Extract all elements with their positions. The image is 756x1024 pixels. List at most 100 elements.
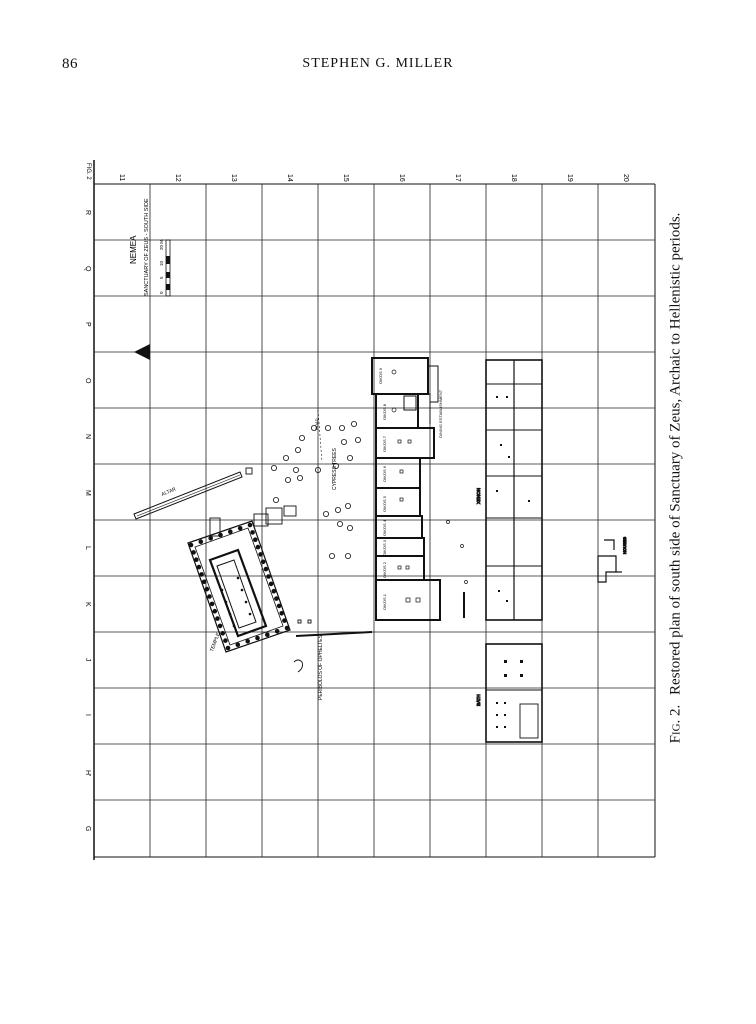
column-labels: 11 12 13 14 15 16 17 18 19 20: [118, 174, 629, 182]
temple-column: [284, 625, 290, 631]
scale-label: 20 M.: [159, 239, 164, 250]
oikos-label: OIKOS 6: [382, 465, 387, 482]
scale-label: 5: [159, 276, 164, 279]
cypress-tree: [340, 438, 347, 445]
oikoi-interior-marks: [391, 369, 468, 603]
column-label: 18: [510, 174, 517, 182]
cypress-tree: [324, 424, 331, 431]
cypress-tree: [354, 436, 361, 443]
figure-caption: Fig. 2. Restored plan of south side of S…: [668, 213, 685, 744]
peribolos-wall: PERIBOLOS OF OPHELTES: [295, 631, 373, 700]
label-houses: HOUSES: [622, 537, 627, 554]
oikos-label: OIKOS 7: [382, 435, 387, 452]
cypress-tree: [292, 466, 299, 473]
running-head-author: STEPHEN G. MILLER: [302, 56, 454, 71]
minor-structures: [253, 505, 312, 673]
label-altar: ALTAR: [161, 486, 178, 497]
temple-column: [266, 574, 271, 579]
cypress-tree: [294, 446, 301, 453]
plan-title: NEMEA: [129, 235, 138, 264]
figure-corner-label: FIG. 2: [85, 163, 91, 180]
temple-column: [212, 608, 218, 614]
row-label: Q: [84, 266, 91, 272]
temple-column: [258, 552, 263, 557]
temple-column: [199, 572, 204, 577]
column-label: 15: [342, 174, 349, 182]
temple-column: [196, 564, 202, 570]
cypress-tree: [284, 476, 291, 483]
cypress-tree: [332, 462, 339, 469]
temple-inner-column: [236, 576, 240, 580]
cypress-tree: [314, 466, 321, 473]
row-label: L: [84, 546, 91, 550]
temple-column: [268, 581, 274, 587]
north-arrow-icon: [134, 344, 150, 360]
row-label: I: [84, 714, 91, 716]
xenon: XENON: [476, 359, 543, 621]
temple-column: [271, 588, 277, 594]
row-label: R: [84, 210, 91, 215]
row-labels: R Q P O N M L K J I H' G: [84, 210, 91, 831]
cypress-tree: [272, 496, 279, 503]
cypress-tree: [328, 553, 335, 560]
houses: HOUSES: [597, 536, 628, 583]
column-label: 12: [174, 174, 181, 182]
temple-column: [250, 530, 255, 535]
column-label: 14: [286, 174, 293, 182]
row-label: O: [84, 378, 91, 384]
column-label: 13: [230, 174, 237, 182]
temple-column: [265, 632, 270, 637]
temple-inner-column: [228, 612, 232, 616]
cypress-trees: [270, 420, 361, 560]
temple-inner-column: [232, 624, 236, 628]
oikos-label: OIKOS 9: [378, 367, 383, 384]
temple-column: [247, 522, 253, 528]
temple-inner-column: [220, 588, 224, 592]
temple-column: [194, 557, 199, 562]
temple-column: [220, 631, 225, 636]
temple-column: [279, 611, 285, 616]
temple-column: [274, 629, 280, 634]
row-label: P: [84, 322, 91, 327]
cypress-tree: [344, 553, 351, 560]
temple-column: [215, 616, 220, 621]
row-label: M: [84, 490, 91, 496]
temple: TEMPLE: [187, 517, 291, 653]
row-label: H': [84, 770, 91, 776]
label-cypress-trees: CYPRESS TREES: [332, 447, 338, 490]
cypress-tree: [270, 464, 277, 471]
cypress-tree: [346, 525, 353, 532]
oikos-label: OIKOS 2: [382, 561, 387, 578]
dining-establishment: DINING ESTABLISHMENT: [438, 389, 443, 438]
temple-column: [198, 539, 204, 544]
temple-column: [223, 638, 228, 643]
oikoi-row: [371, 357, 441, 621]
column-label: 11: [118, 174, 125, 181]
row-label: G: [84, 826, 91, 831]
scale-bar: 0 5 10 20 M.: [159, 239, 171, 297]
temple-column: [188, 542, 194, 548]
cypress-tree: [338, 424, 345, 431]
temple-column: [201, 579, 207, 585]
oikos-label: OIKOS 5: [382, 495, 387, 512]
temple-column: [207, 594, 212, 599]
plan-subtitle: SANCTUARY OF ZEUS - SOUTH SIDE: [144, 198, 150, 296]
row-label: N: [84, 434, 91, 439]
row-label: J: [84, 658, 91, 662]
bath: BATH: [476, 643, 543, 743]
oikos-label: OIKOS 8: [382, 403, 387, 420]
oikos-labels: OIKOS 1 OIKOS 2 OIKOS 3 OIKOS 4 OIKOS 5 …: [378, 367, 387, 610]
oikos-label: OIKOS 4: [382, 519, 387, 536]
temple-inner-column: [240, 588, 244, 592]
temple-inner-column: [244, 600, 248, 604]
temple-inner-column: [248, 612, 252, 616]
temple-inner-column: [224, 600, 228, 604]
temple-column: [274, 596, 279, 601]
figure-caption-text: Restored plan of south side of Sanctuary…: [667, 212, 684, 695]
scale-label: 0: [159, 291, 164, 294]
temple-column: [191, 550, 196, 555]
temple-column: [282, 618, 287, 623]
temple-column: [208, 536, 213, 541]
label-road: ROAD: [314, 418, 319, 430]
temple-column: [217, 623, 223, 629]
